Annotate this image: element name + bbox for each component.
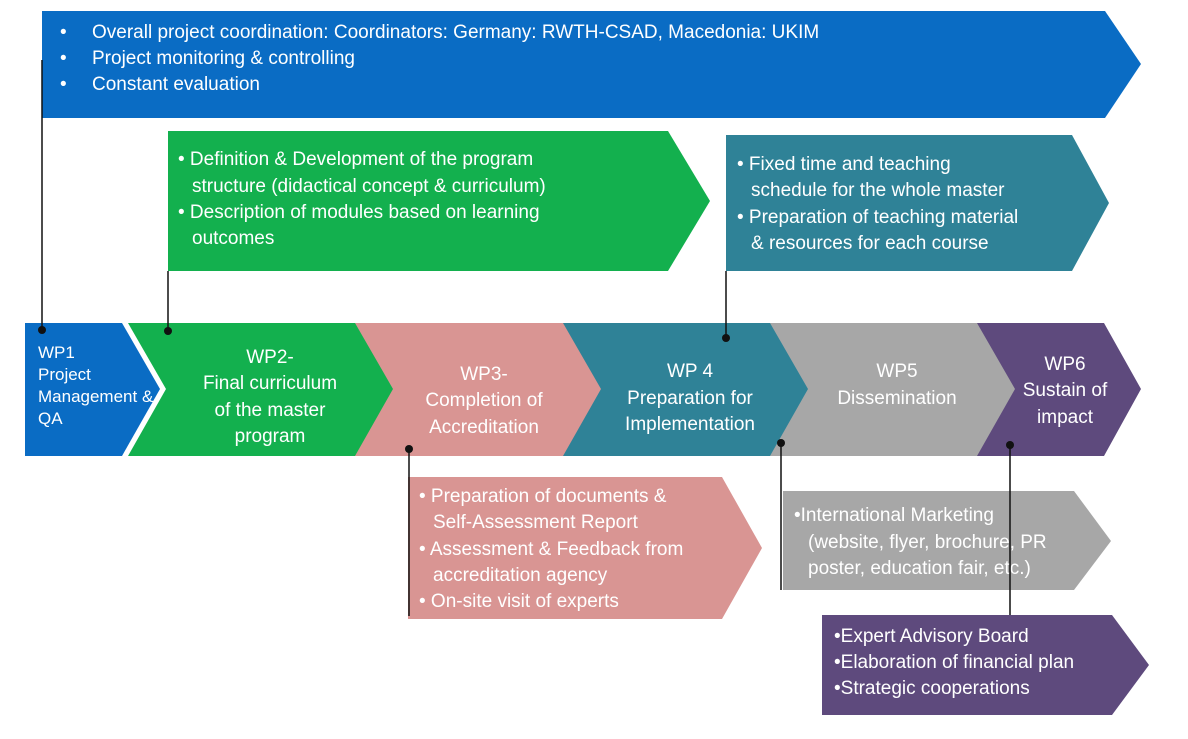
wp1-connector-dot bbox=[38, 326, 46, 334]
wp1-label-line: QA bbox=[38, 409, 63, 428]
connectors bbox=[41, 60, 1011, 616]
wp2-detail-arrow bbox=[168, 131, 710, 271]
wp4-detail-line: & resources for each course bbox=[751, 233, 989, 254]
wp2-label: WP2- Final curriculum of the master prog… bbox=[203, 347, 337, 447]
wp4-chevron bbox=[543, 323, 808, 456]
wp4-detail-line: • Fixed time and teaching bbox=[737, 154, 951, 175]
wp6-detail-line: •Elaboration of financial plan bbox=[834, 652, 1074, 673]
wp3-label-line: Accreditation bbox=[429, 417, 539, 438]
wp2-detail-line: • Definition & Development of the progra… bbox=[178, 149, 533, 170]
coordination-bullet: • bbox=[60, 74, 67, 95]
wp5-detail-line: (website, flyer, brochure, PR bbox=[808, 532, 1047, 553]
wp5-detail-text: •International Marketing (website, flyer… bbox=[794, 505, 1047, 579]
coordination-item-1: Overall project coordination: Coordinato… bbox=[92, 22, 819, 43]
wp2-label-line: Final curriculum bbox=[203, 373, 337, 394]
wp4-label-line: Implementation bbox=[625, 414, 755, 435]
coordination-item-3: Constant evaluation bbox=[92, 74, 260, 95]
wp5-chevron bbox=[750, 323, 1015, 456]
wp4-detail-line: • Preparation of teaching material bbox=[737, 207, 1018, 228]
wp6-label-line: Sustain of bbox=[1023, 380, 1108, 401]
wp3-detail-line: accreditation agency bbox=[433, 565, 608, 586]
wp4-detail-line: schedule for the whole master bbox=[751, 180, 1005, 201]
wp6-detail-text: •Expert Advisory Board •Elaboration of f… bbox=[834, 626, 1074, 699]
wp4-connector-dot bbox=[722, 334, 730, 342]
wp5-connector-dot bbox=[777, 439, 785, 447]
wp2-connector-dot bbox=[164, 327, 172, 335]
wp6-label-line: WP6 bbox=[1044, 354, 1085, 375]
wp1-label-line: Project bbox=[38, 365, 91, 384]
wp1-label: WP1 Project Management & QA bbox=[38, 343, 154, 428]
wp3-detail-text: • Preparation of documents & Self-Assess… bbox=[419, 486, 683, 612]
wp3-connector-dot bbox=[405, 445, 413, 453]
connector-dots bbox=[38, 326, 1014, 453]
wp1-label-line: Management & bbox=[38, 387, 154, 406]
coordination-item-2: Project monitoring & controlling bbox=[92, 48, 355, 69]
wp6-detail-arrow bbox=[822, 615, 1149, 715]
wp5-label: WP5 Dissemination bbox=[837, 361, 956, 409]
wp3-label-line: WP3- bbox=[460, 364, 508, 385]
wp6-detail-line: •Expert Advisory Board bbox=[834, 626, 1029, 647]
wp3-detail-line: Self-Assessment Report bbox=[433, 512, 639, 533]
wp3-chevron bbox=[335, 323, 601, 456]
wp4-label: WP 4 Preparation for Implementation bbox=[625, 361, 755, 435]
wp2-label-line: program bbox=[235, 426, 306, 447]
wp1-label-line: WP1 bbox=[38, 343, 75, 362]
wp3-detail-line: • On-site visit of experts bbox=[419, 591, 619, 612]
wp2-chevron bbox=[128, 323, 393, 456]
wp2-label-line: of the master bbox=[215, 400, 327, 421]
wp4-detail-arrow bbox=[726, 135, 1109, 271]
wp3-detail-line: • Preparation of documents & bbox=[419, 486, 667, 507]
coordination-list: • Overall project coordination: Coordina… bbox=[60, 22, 819, 95]
coordination-bullet: • bbox=[60, 48, 67, 69]
wp2-label-line: WP2- bbox=[246, 347, 294, 368]
wp5-detail-line: •International Marketing bbox=[794, 505, 994, 526]
wp1-chevron bbox=[25, 323, 160, 456]
wp2-detail-text: • Definition & Development of the progra… bbox=[178, 149, 546, 249]
wp6-detail-line: •Strategic cooperations bbox=[834, 678, 1030, 699]
coordination-bullet: • bbox=[60, 22, 67, 43]
wp6-label-line: impact bbox=[1037, 407, 1094, 428]
wp2-detail-line: • Description of modules based on learni… bbox=[178, 202, 540, 223]
wp4-label-line: WP 4 bbox=[667, 361, 714, 382]
coordination-arrow bbox=[42, 11, 1141, 118]
wp2-detail-line: structure (didactical concept & curricul… bbox=[192, 176, 546, 197]
wp6-chevron bbox=[962, 323, 1141, 456]
wp5-label-line: WP5 bbox=[876, 361, 917, 382]
wp4-detail-text: • Fixed time and teaching schedule for t… bbox=[737, 154, 1018, 254]
wp5-detail-line: poster, education fair, etc.) bbox=[808, 558, 1031, 579]
wp5-label-line: Dissemination bbox=[837, 388, 956, 409]
wp6-connector-dot bbox=[1006, 441, 1014, 449]
wp5-detail-arrow bbox=[783, 491, 1111, 590]
wp2-detail-line: outcomes bbox=[192, 228, 274, 249]
wp3-label: WP3- Completion of Accreditation bbox=[425, 364, 543, 438]
wp3-detail-line: • Assessment & Feedback from bbox=[419, 539, 683, 560]
wp6-label: WP6 Sustain of impact bbox=[1023, 354, 1108, 428]
wp4-label-line: Preparation for bbox=[627, 388, 753, 409]
wp3-detail-arrow bbox=[408, 477, 762, 619]
wp3-label-line: Completion of bbox=[425, 390, 543, 411]
